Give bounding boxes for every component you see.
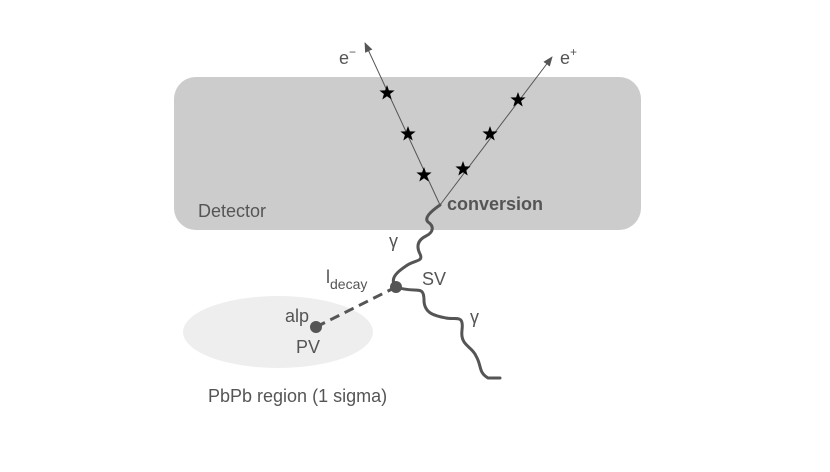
lower-photon-wave bbox=[394, 285, 502, 380]
positron-hits bbox=[455, 92, 526, 176]
detector-label: Detector bbox=[198, 201, 266, 221]
sv-vertex-dot bbox=[390, 281, 402, 293]
gamma-upper-label: γ bbox=[389, 231, 398, 251]
positron-track bbox=[439, 56, 553, 206]
pv-label: PV bbox=[296, 337, 320, 357]
gamma-lower-label: γ bbox=[470, 307, 479, 327]
pv-vertex-dot bbox=[310, 321, 322, 333]
electron-label: e− bbox=[339, 45, 356, 68]
upper-photon-wave bbox=[391, 203, 442, 289]
star-icon bbox=[379, 85, 395, 100]
region-label: PbPb region (1 sigma) bbox=[208, 386, 387, 406]
detector-box bbox=[174, 77, 641, 230]
alp-label: alp bbox=[285, 306, 309, 326]
electron-hits bbox=[379, 85, 432, 182]
positron-label: e+ bbox=[560, 45, 577, 68]
star-icon bbox=[482, 126, 498, 141]
star-icon bbox=[455, 161, 471, 176]
pbpb-region-ellipse bbox=[183, 296, 373, 368]
conversion-label: conversion bbox=[447, 194, 543, 214]
sv-label: SV bbox=[422, 269, 446, 289]
star-icon bbox=[416, 167, 432, 182]
star-icon bbox=[400, 126, 416, 141]
star-icon bbox=[510, 92, 526, 107]
ldecay-label: ldecay bbox=[326, 267, 367, 292]
